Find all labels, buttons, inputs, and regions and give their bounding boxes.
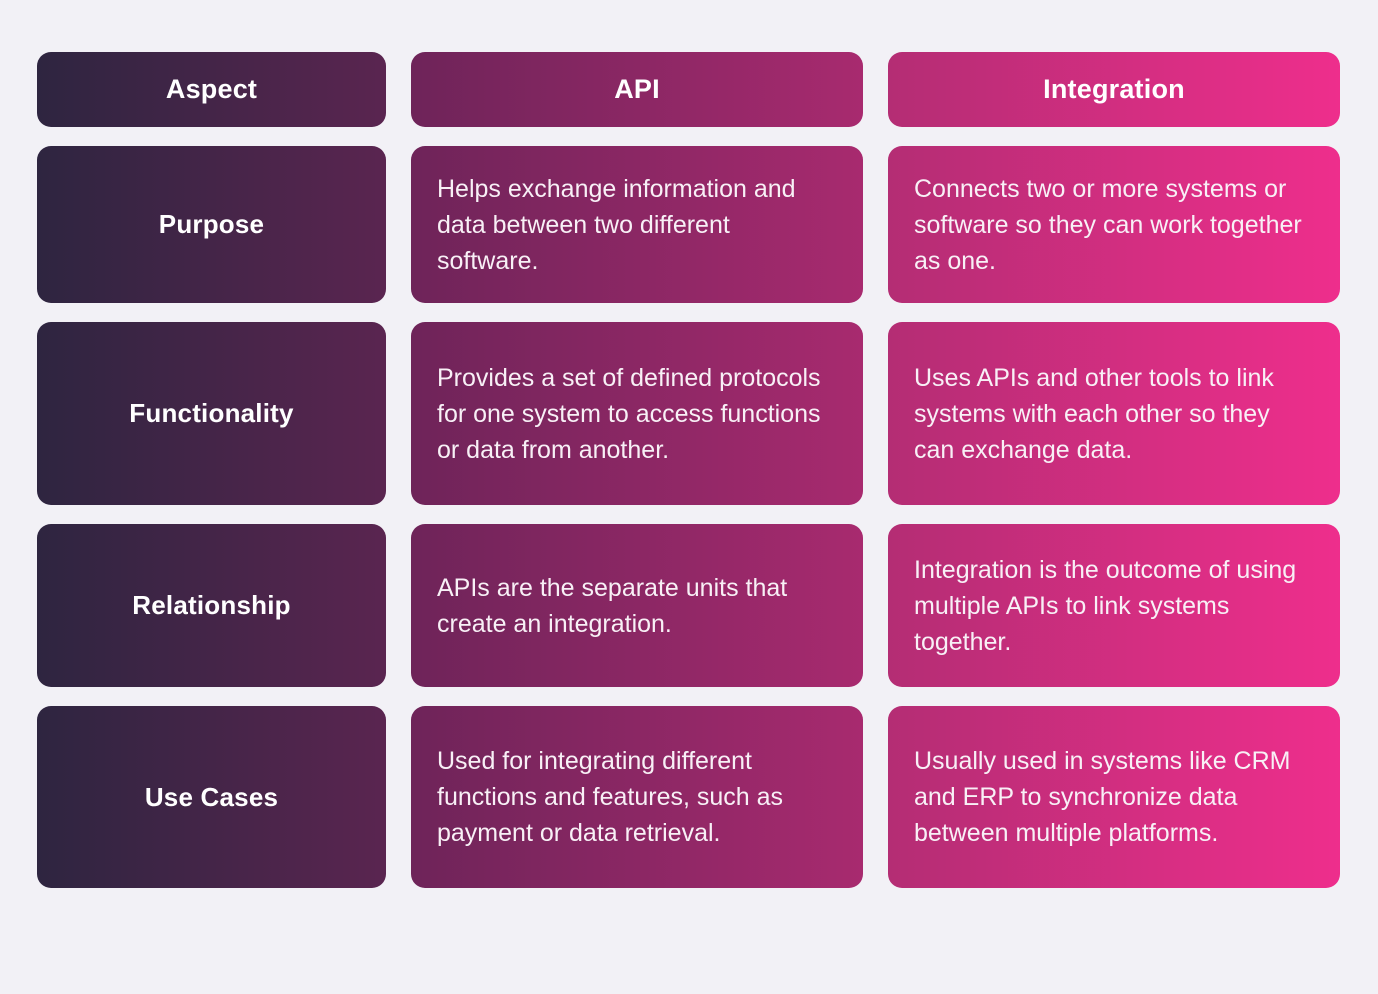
cell-use-cases-integration: Usually used in systems like CRM and ERP…	[888, 706, 1340, 888]
row-label-functionality: Functionality	[37, 322, 386, 505]
cell-functionality-integration-text: Uses APIs and other tools to link system…	[914, 363, 1274, 464]
row-label-purpose-text: Purpose	[158, 209, 265, 239]
cell-functionality-integration: Uses APIs and other tools to link system…	[888, 322, 1340, 505]
cell-purpose-integration: Connects two or more systems or software…	[888, 146, 1340, 303]
row-label-use-cases: Use Cases	[37, 706, 386, 888]
header-cell-integration: Integration	[888, 52, 1340, 127]
cell-relationship-api-text: APIs are the separate units that create …	[437, 573, 788, 638]
row-label-relationship: Relationship	[37, 524, 386, 687]
cell-use-cases-api-text: Used for integrating different functions…	[437, 747, 784, 847]
header-cell-aspect: Aspect	[37, 52, 386, 127]
header-cell-api: API	[411, 52, 863, 127]
row-label-functionality-text: Functionality	[129, 398, 294, 428]
cell-purpose-api-text: Helps exchange information and data betw…	[437, 174, 796, 275]
cell-relationship-integration: Integration is the outcome of using mult…	[888, 524, 1340, 687]
row-label-relationship-text: Relationship	[132, 590, 291, 620]
cell-relationship-api: APIs are the separate units that create …	[411, 524, 863, 687]
header-label-api: API	[614, 74, 660, 104]
row-label-use-cases-text: Use Cases	[144, 781, 279, 812]
cell-functionality-api-text: Provides a set of defined protocols for …	[437, 363, 821, 464]
row-label-purpose: Purpose	[37, 146, 386, 303]
cell-use-cases-api: Used for integrating different functions…	[411, 706, 863, 888]
comparison-table: Aspect API Integration Purpose Helps exc…	[37, 52, 1340, 888]
cell-purpose-api: Helps exchange information and data betw…	[411, 146, 863, 303]
cell-use-cases-integration-text: Usually used in systems like CRM and ERP…	[914, 747, 1291, 847]
header-label-aspect: Aspect	[165, 74, 258, 104]
cell-purpose-integration-text: Connects two or more systems or software…	[914, 174, 1302, 275]
cell-relationship-integration-text: Integration is the outcome of using mult…	[914, 555, 1297, 656]
cell-functionality-api: Provides a set of defined protocols for …	[411, 322, 863, 505]
header-label-integration: Integration	[1043, 74, 1185, 104]
